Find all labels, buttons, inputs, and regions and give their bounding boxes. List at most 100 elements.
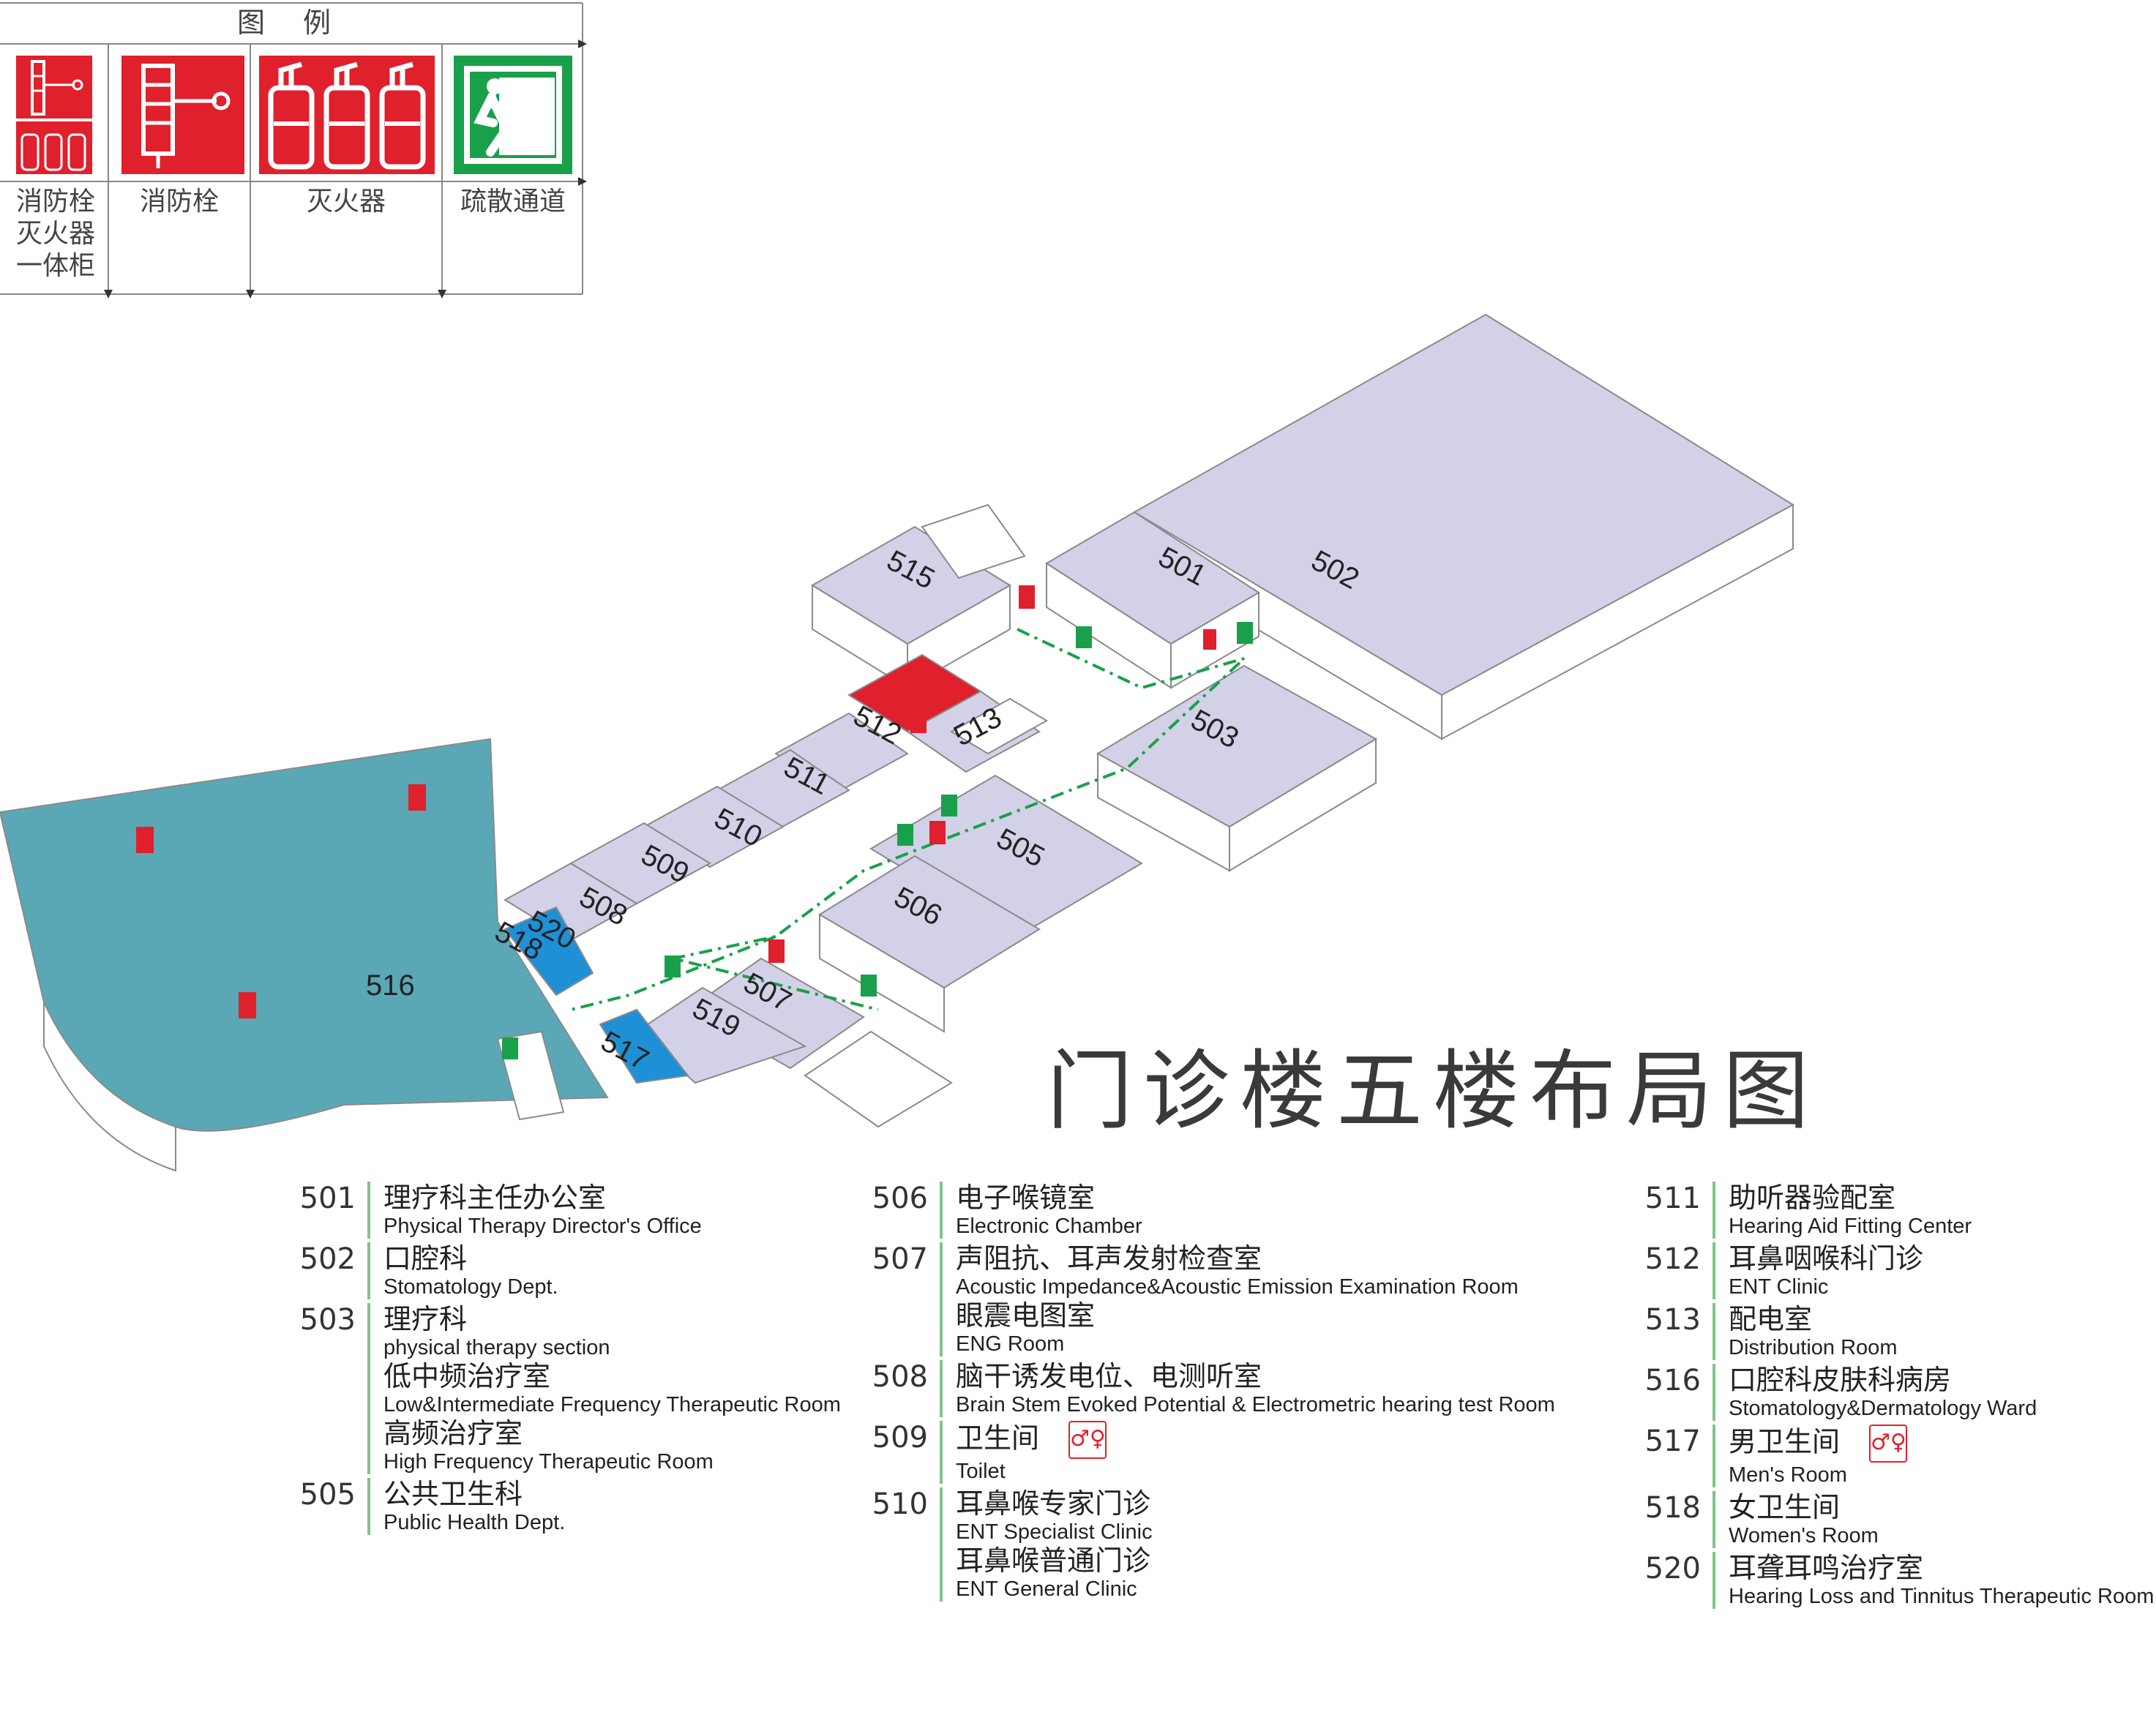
room-name-zh: 高频治疗室 bbox=[383, 1417, 841, 1449]
room-name-en: Physical Therapy Director's Office bbox=[383, 1215, 702, 1238]
room-name-en: Women's Room bbox=[1729, 1524, 1879, 1547]
room-number: 503 bbox=[299, 1303, 356, 1337]
room-name-zh-text: 耳鼻喉普通门诊 bbox=[956, 1545, 1151, 1577]
exit-sign-icon bbox=[897, 824, 913, 846]
fire-equipment-markers bbox=[136, 585, 1216, 1018]
room-name-en: Electronic Chamber bbox=[956, 1215, 1142, 1238]
room-name-en: ENG Room bbox=[956, 1332, 1065, 1356]
room-name-zh: 电子喉镜室 bbox=[956, 1182, 1142, 1214]
room-name-zh: 声阻抗、耳声发射检查室 bbox=[956, 1242, 1519, 1275]
room-name-zh-text: 脑干诱发电位、电测听室 bbox=[956, 1360, 1262, 1392]
room-name-en: Acoustic Impedance&Acoustic Emission Exa… bbox=[956, 1275, 1519, 1299]
fire-cabinet-icon bbox=[1203, 629, 1216, 650]
evacuation-route bbox=[570, 628, 1246, 1011]
room-name-zh-text: 卫生间 bbox=[956, 1422, 1040, 1455]
room-name-en: physical therapy section bbox=[383, 1336, 610, 1359]
room-names: 口腔科 Stomatology Dept. bbox=[367, 1242, 558, 1299]
room-number: 502 bbox=[299, 1242, 356, 1276]
room-name-zh: 脑干诱发电位、电测听室 bbox=[956, 1360, 1555, 1392]
room-number: 518 bbox=[1644, 1491, 1701, 1525]
fire-cabinet-icon bbox=[1019, 585, 1035, 609]
legend: 图 例 bbox=[0, 0, 587, 299]
room-number: 513 bbox=[1644, 1303, 1701, 1337]
room-number: 507 bbox=[872, 1242, 928, 1276]
room-names: 男卫生间♂♀Men's Room bbox=[1713, 1425, 1908, 1487]
room-names: 卫生间♂♀Toilet bbox=[940, 1421, 1107, 1484]
room-513 bbox=[950, 697, 1048, 755]
room-name-zh-text: 耳聋耳鸣治疗室 bbox=[1729, 1552, 1924, 1584]
room-name-zh: 眼震电图室 bbox=[956, 1299, 1519, 1332]
room-name-zh: 耳鼻咽喉科门诊 bbox=[1729, 1242, 1923, 1275]
legend-label-hydrant: 消防栓 bbox=[139, 187, 219, 217]
directory-entry: 502 口腔科 Stomatology Dept. bbox=[285, 1242, 841, 1299]
room-502-wall-side bbox=[1441, 503, 1794, 740]
room-name-zh-text: 耳鼻咽喉科门诊 bbox=[1729, 1242, 1924, 1275]
room-name-zh-text: 高频治疗室 bbox=[383, 1417, 523, 1449]
room-number: 505 bbox=[299, 1478, 356, 1512]
room-name-zh-text: 口腔科皮肤科病房 bbox=[1729, 1364, 1952, 1396]
exit-sign-icon bbox=[502, 1037, 518, 1059]
room-name-en: Public Health Dept. bbox=[383, 1511, 566, 1534]
room-name-en: Stomatology&Dermatology Ward bbox=[1729, 1397, 2037, 1420]
stairwell-north bbox=[921, 503, 1026, 579]
room-name-zh-text: 眼震电图室 bbox=[956, 1299, 1096, 1332]
room-number: 510 bbox=[872, 1487, 928, 1521]
room-name-zh-text: 配电室 bbox=[1729, 1303, 1813, 1335]
room-name-zh-text: 低中频治疗室 bbox=[383, 1360, 551, 1392]
exit-sign-icon bbox=[665, 956, 681, 977]
room-name-en: Brain Stem Evoked Potential & Electromet… bbox=[956, 1393, 1555, 1416]
fire-hydrant-extinguisher-cabinet-icon bbox=[16, 56, 92, 174]
room-name-zh: 配电室 bbox=[1729, 1303, 1897, 1335]
room-name-zh: 男卫生间♂♀ bbox=[1729, 1425, 1908, 1463]
exit-sign-icon bbox=[1076, 626, 1092, 648]
fire-cabinet-icon bbox=[768, 939, 785, 963]
exit-sign-icon bbox=[941, 795, 957, 817]
room-name-zh: 耳鼻喉普通门诊 bbox=[956, 1545, 1153, 1577]
room-name-zh: 助听器验配室 bbox=[1729, 1182, 1972, 1214]
legend-title: 图 例 bbox=[236, 7, 346, 39]
room-name-zh: 口腔科 bbox=[383, 1242, 558, 1275]
room-name-zh: 低中频治疗室 bbox=[383, 1360, 841, 1392]
toilet-icon: ♂♀ bbox=[1869, 1425, 1908, 1463]
room-name-en: Stomatology Dept. bbox=[383, 1275, 558, 1299]
room-name-en: Distribution Room bbox=[1729, 1336, 1898, 1359]
room-name-zh-text: 公共卫生科 bbox=[383, 1478, 523, 1510]
room-517 bbox=[599, 1008, 689, 1084]
fire-cabinet-icon bbox=[408, 784, 426, 811]
fire-cabinet-icon bbox=[929, 821, 946, 844]
room-name-zh: 公共卫生科 bbox=[383, 1478, 565, 1510]
toilet-icon: ♂♀ bbox=[1068, 1421, 1107, 1459]
emergency-exit-icon bbox=[454, 56, 572, 174]
room-name-en: Hearing Loss and Tinnitus Therapeutic Ro… bbox=[1729, 1585, 2155, 1608]
room-number: 512 bbox=[1644, 1242, 1701, 1276]
room-name-zh: 耳聋耳鸣治疗室 bbox=[1729, 1552, 2154, 1584]
room-number: 506 bbox=[872, 1182, 928, 1215]
room-name-zh-text: 声阻抗、耳声发射检查室 bbox=[956, 1242, 1262, 1275]
legend-label-exit: 疏散通道 bbox=[460, 187, 566, 217]
room-number: 511 bbox=[1644, 1182, 1701, 1215]
